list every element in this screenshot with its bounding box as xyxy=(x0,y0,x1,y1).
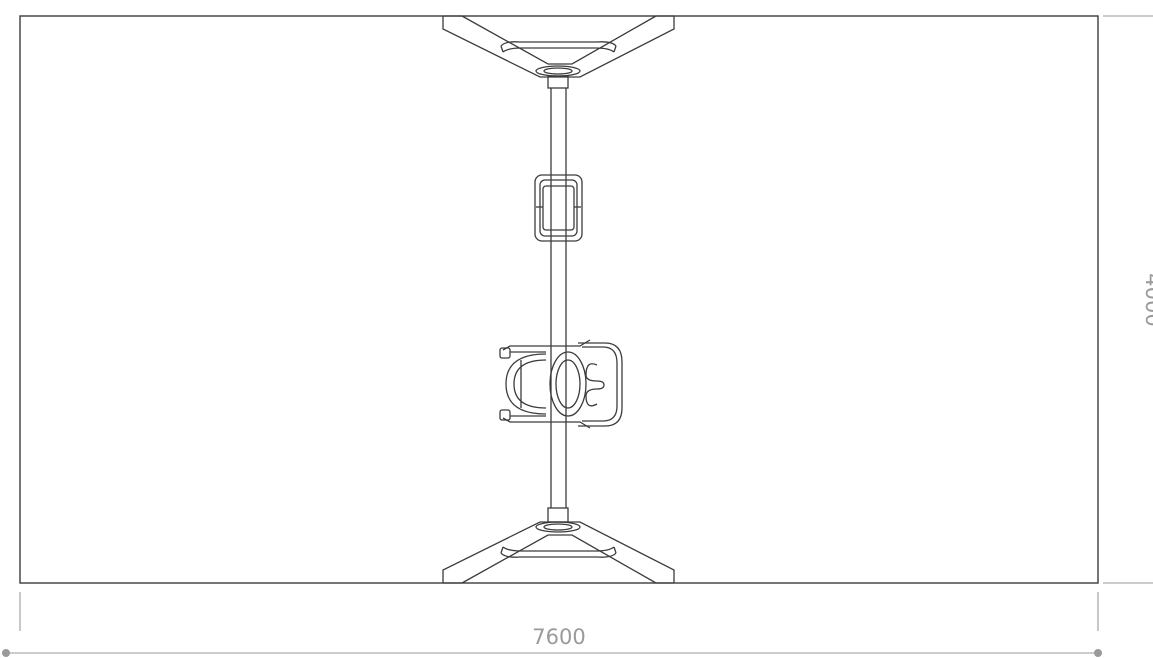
frame-bottom-a-frame xyxy=(442,507,675,584)
toddler-bucket-seat xyxy=(499,339,623,429)
top-beam xyxy=(550,88,567,508)
width-dimension-label: 7600 xyxy=(532,625,585,649)
safety-zone-outline xyxy=(19,15,1099,584)
frame-top-a-frame xyxy=(442,15,675,89)
height-dimension xyxy=(1103,15,1153,584)
flat-swing-seat xyxy=(534,174,583,242)
width-dimension xyxy=(2,592,1102,657)
height-dimension-label: 4000 xyxy=(1141,273,1153,326)
